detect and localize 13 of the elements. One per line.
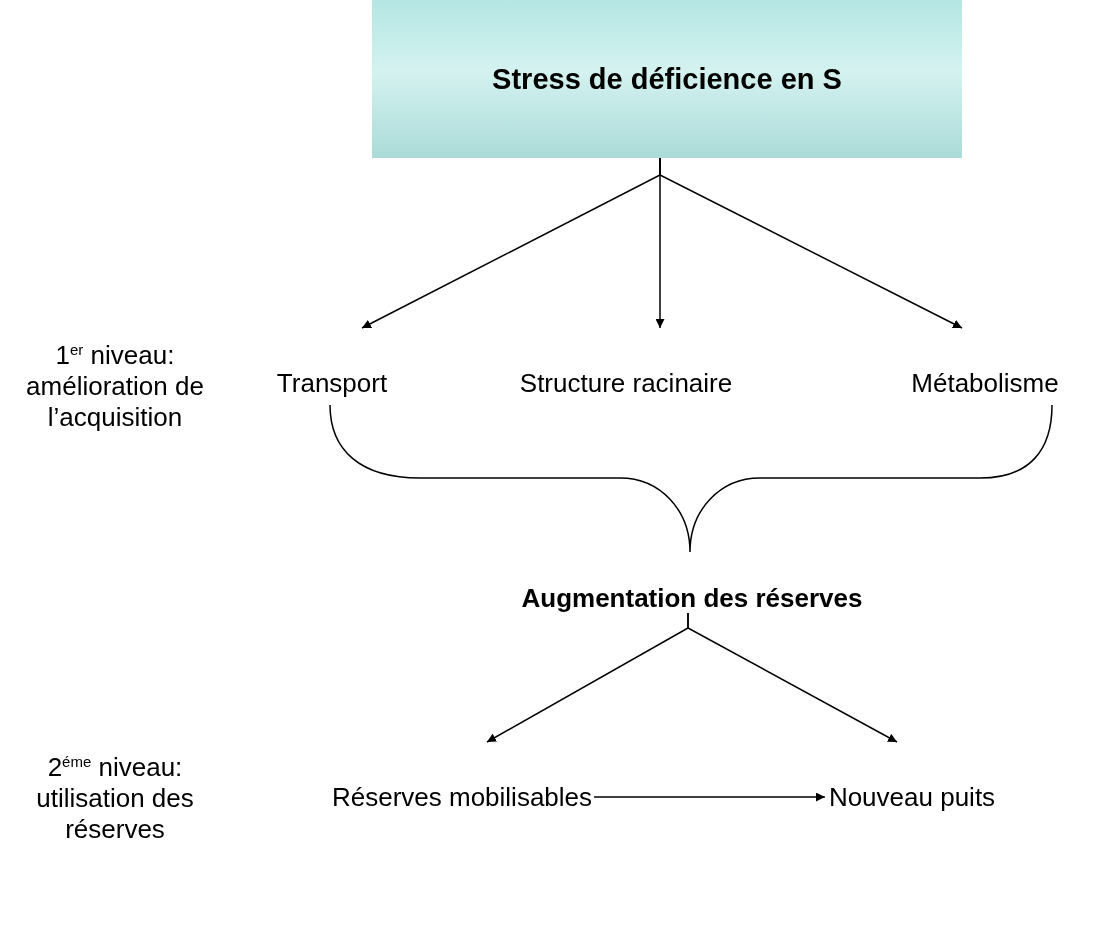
arrow — [593, 792, 826, 802]
level-note: 2$^{éme}$ niveau: utilisation des réserves — [35, 752, 195, 845]
node-label: Structure racinaire — [519, 368, 733, 398]
node-label: Métabolisme — [911, 368, 1059, 398]
arrow — [687, 612, 898, 743]
process-box — [372, 0, 962, 158]
level-note: 1$^{er}$ niveau: amélioration de l’acquisition — [25, 340, 205, 433]
node-label: Nouveau puits — [828, 782, 996, 812]
node-label: Augmentation des réserves — [521, 583, 863, 613]
node-label: Réserves mobilisables — [331, 782, 593, 812]
arrow — [659, 157, 963, 329]
node-label: Transport — [276, 368, 388, 398]
box-title: Stress de déficience en S — [492, 64, 842, 94]
